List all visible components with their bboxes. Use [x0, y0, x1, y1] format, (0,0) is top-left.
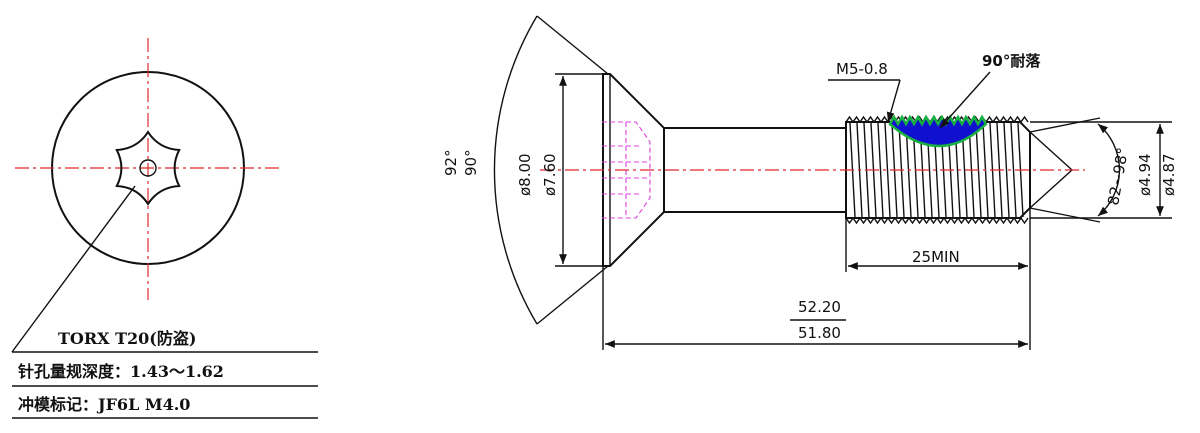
head-diameter-dimensions: ø8.00 ø7.60 [516, 73, 603, 267]
tip-angle-label: 82~98° [1104, 146, 1132, 206]
len-52-20: 52.20 [798, 298, 841, 316]
note-torx: TORX T20(防盗) [58, 329, 196, 348]
thread-diameter-dimensions: ø4.94 ø4.87 [1030, 121, 1178, 219]
thread-callouts: M5-0.8 90°耐落 [828, 52, 1041, 129]
leader-line-torx [11, 185, 136, 353]
len-51-80: 51.80 [798, 324, 841, 342]
torx-recess-icon [115, 130, 181, 206]
head-angle-dimension: 92° 90° [442, 15, 609, 325]
angle-90: 90° [462, 149, 480, 176]
len-25min: 25MIN [912, 248, 960, 266]
dia-4-87: ø4.87 [1160, 153, 1178, 196]
dia-7-60: ø7.60 [541, 153, 559, 196]
note-gauge-depth: 针孔量规深度：1.43～1.62 [18, 362, 224, 381]
nylok-patch [888, 114, 988, 148]
thread-angle-note: 90°耐落 [982, 52, 1041, 70]
overall-length-dimension: 52.20 51.80 [602, 266, 1028, 350]
dia-8-00: ø8.00 [516, 153, 534, 196]
note-die-marking: 冲模标记：JF6L M4.0 [18, 395, 190, 414]
dia-4-94: ø4.94 [1136, 153, 1154, 196]
end-view [11, 38, 282, 353]
thread-length-dimension: 25MIN [845, 208, 1031, 350]
side-view [540, 73, 1085, 267]
torx-pin-circle [139, 159, 157, 177]
angle-92: 92° [442, 149, 460, 176]
thread-spec-label: M5-0.8 [836, 60, 888, 78]
notes-table: TORX T20(防盗) 针孔量规深度：1.43～1.62 冲模标记：JF6L … [12, 329, 318, 419]
